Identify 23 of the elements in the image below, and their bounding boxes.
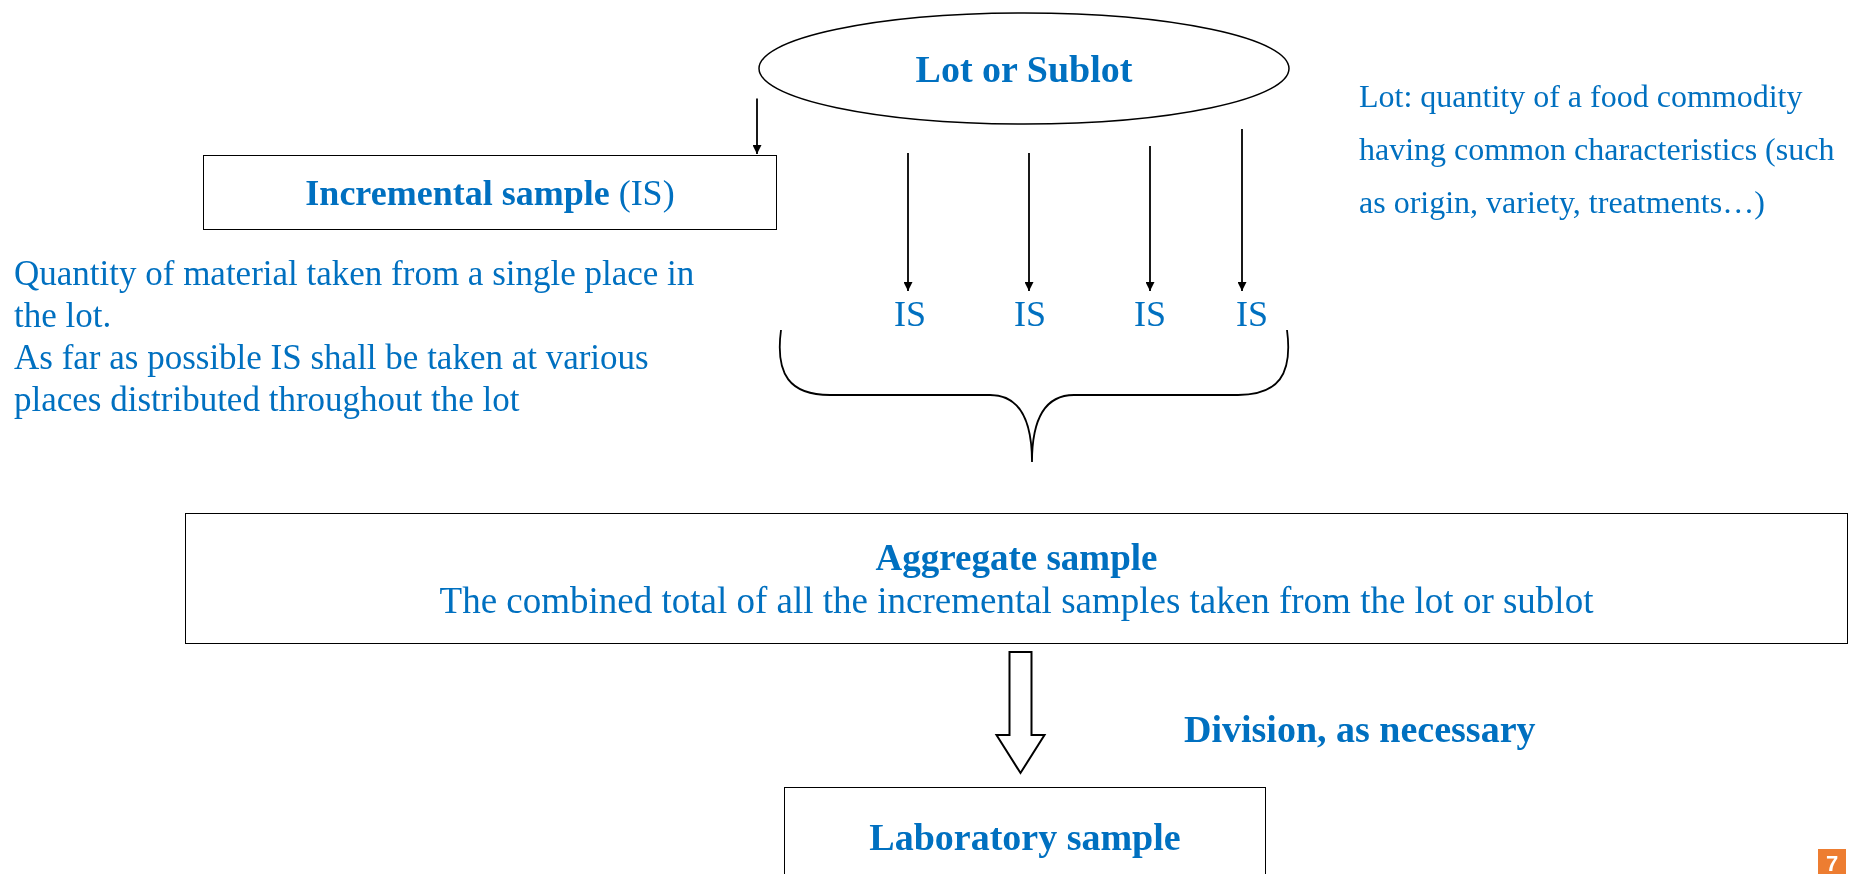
sample-label: IS <box>1236 293 1268 335</box>
arrow <box>1024 152 1034 292</box>
arrow <box>1237 128 1247 292</box>
box-heading: Aggregate sample <box>875 535 1158 579</box>
definition-text: Lot: quantity of a food commodity having common characteristics (such as origin, variety, treatments…) <box>1359 77 1836 222</box>
process-box <box>203 155 777 230</box>
definition-text: Quantity of material taken from a single place in the lot. <box>14 253 696 337</box>
sample-label: IS <box>1014 293 1046 335</box>
node-label: Laboratory sample <box>869 815 1181 859</box>
definition-text: As far as possible IS shall be taken at various places distributed throughout the lot <box>14 337 650 421</box>
process-box <box>784 787 1266 874</box>
box-description: The combined total of all the incremental samples taken from the lot or sublot <box>439 578 1594 622</box>
page-number: 7 <box>1818 849 1847 874</box>
process-box <box>185 513 1848 644</box>
node-label: Incremental sample (IS) <box>305 171 675 214</box>
arrow <box>752 97 762 155</box>
hollow-arrow <box>994 651 1047 775</box>
node-label: Lot or Sublot <box>915 46 1133 91</box>
arrow <box>1145 145 1155 292</box>
arrow <box>903 152 913 292</box>
ellipse-node <box>758 12 1290 125</box>
sample-label: IS <box>894 293 926 335</box>
sample-label: IS <box>1134 293 1166 335</box>
